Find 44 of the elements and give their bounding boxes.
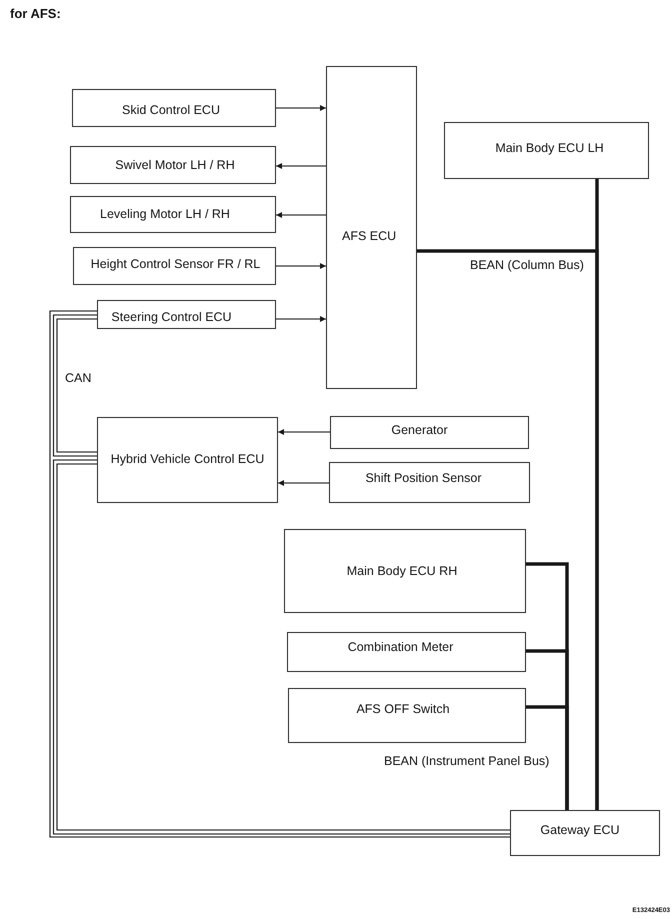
bus-line — [526, 705, 569, 810]
arrow — [278, 480, 329, 486]
component-label: Skid Control ECU — [122, 103, 220, 117]
bus-label: CAN — [63, 371, 94, 385]
component-box — [72, 89, 276, 127]
component-label: Height Control Sensor FR / RL — [90, 257, 260, 271]
arrow — [276, 212, 326, 218]
bus-label: BEAN (Column Bus) — [468, 258, 586, 272]
component-box — [326, 66, 417, 389]
arrow — [276, 163, 326, 169]
component-box — [284, 529, 526, 613]
component-box — [287, 632, 526, 672]
bus-line — [595, 179, 599, 810]
component-label: Main Body ECU LH — [495, 141, 604, 155]
component-box — [70, 146, 276, 184]
component-box — [510, 810, 660, 856]
arrow — [276, 105, 326, 111]
arrow — [276, 316, 326, 322]
double-line — [52, 314, 98, 457]
component-label: Generator — [391, 423, 448, 437]
component-box — [97, 300, 276, 329]
component-label: Shift Position Sensor — [365, 471, 482, 485]
double-line — [52, 459, 511, 835]
component-label: Swivel Motor LH / RH — [115, 158, 235, 172]
component-label: Main Body ECU RH — [346, 564, 458, 578]
component-box — [97, 417, 278, 503]
component-label: AFS OFF Switch — [356, 702, 450, 716]
bus-label: BEAN (Instrument Panel Bus) — [382, 754, 552, 768]
arrow — [276, 263, 326, 269]
diagram-title: for AFS: — [10, 6, 61, 22]
component-box — [70, 196, 276, 233]
component-box — [73, 247, 276, 285]
component-label: Hybrid Vehicle Control ECU — [110, 452, 264, 466]
component-label: AFS ECU — [342, 229, 396, 243]
connector-line — [49, 310, 510, 838]
arrow — [278, 429, 330, 435]
component-label: Combination Meter — [348, 640, 454, 654]
component-box — [288, 688, 526, 743]
component-label: Steering Control ECU — [111, 310, 232, 324]
component-box — [329, 462, 530, 503]
component-label: Leveling Motor LH / RH — [100, 207, 230, 221]
component-label: Gateway ECU — [540, 823, 620, 837]
component-box — [444, 122, 649, 179]
component-box — [330, 416, 529, 449]
